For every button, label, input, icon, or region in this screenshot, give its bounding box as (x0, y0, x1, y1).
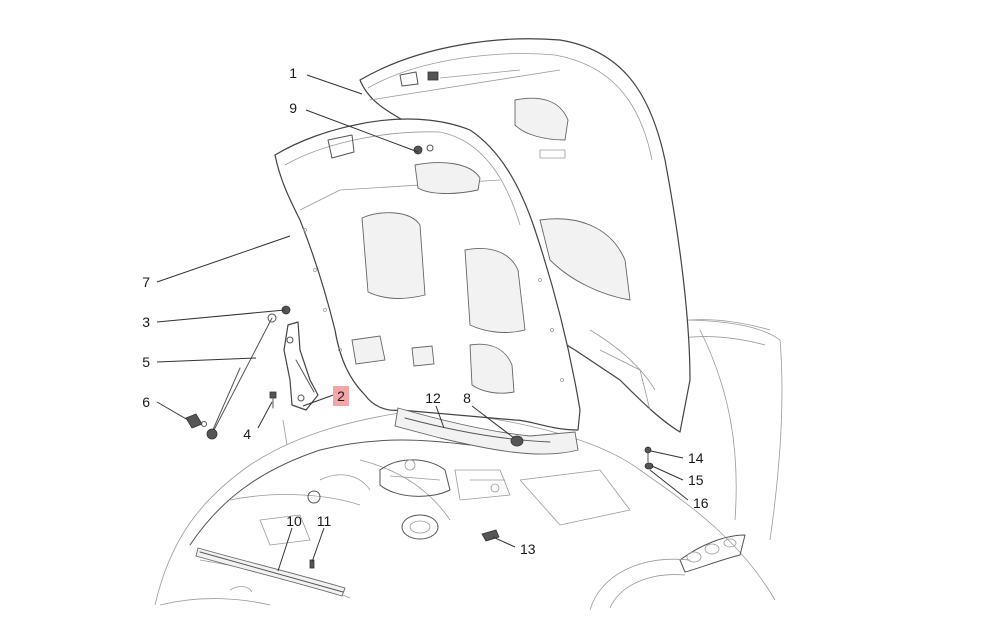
callout-8[interactable]: 8 (463, 390, 471, 406)
callout-16[interactable]: 16 (693, 495, 709, 511)
callout-10[interactable]: 10 (286, 513, 302, 529)
callout-2[interactable]: 2 (337, 388, 345, 404)
callout-15[interactable]: 15 (688, 472, 704, 488)
callout-12[interactable]: 12 (425, 390, 441, 406)
callout-7[interactable]: 7 (142, 274, 150, 290)
callout-1[interactable]: 1 (289, 65, 297, 81)
callout-5[interactable]: 5 (142, 354, 150, 370)
callout-4[interactable]: 4 (243, 426, 251, 442)
callout-6[interactable]: 6 (142, 394, 150, 410)
callout-9[interactable]: 9 (289, 100, 297, 116)
hood-hinge-assembly (185, 305, 319, 446)
callout-2-highlight (333, 386, 349, 406)
leader-lines (156, 74, 689, 572)
callout-14[interactable]: 14 (688, 450, 704, 466)
hood-inner-panel (274, 118, 581, 431)
callouts: 1 2 3 4 5 6 7 8 9 10 11 12 13 14 15 16 (142, 65, 709, 557)
callout-11[interactable]: 11 (317, 513, 332, 529)
callout-13[interactable]: 13 (520, 541, 536, 557)
callout-3[interactable]: 3 (142, 314, 150, 330)
